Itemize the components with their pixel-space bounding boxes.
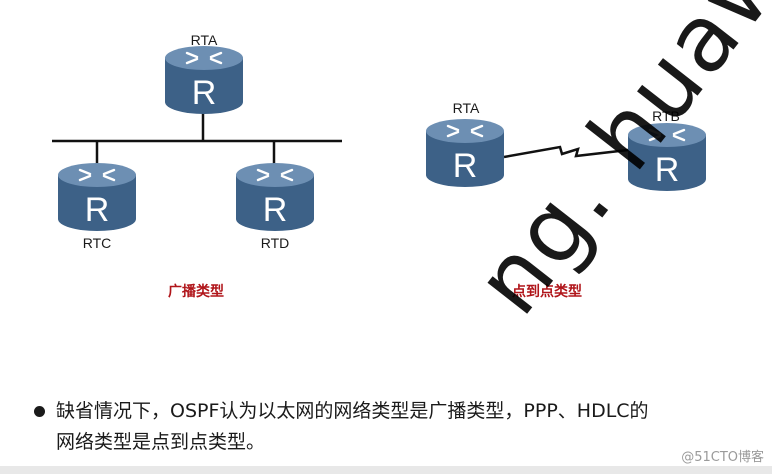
- broadcast-caption: 广播类型: [168, 283, 224, 299]
- bullet-line-2: 网络类型是点到点类型。: [56, 431, 266, 453]
- broadcast-network: RTA RTC RTD 广播类型: [52, 32, 342, 299]
- router-icon: [234, 161, 316, 233]
- router-label-rtd: RTD: [261, 235, 290, 251]
- p2p-caption: 点到点类型: [512, 283, 582, 299]
- router-label-rtb: RTB: [652, 108, 680, 124]
- router-icon: [56, 161, 138, 233]
- bullet-line-1: 缺省情况下，OSPF认为以太网的网络类型是广播类型，PPP、HDLC的: [56, 400, 649, 422]
- serial-link-icon: [503, 145, 629, 159]
- source-credit: @51CTO博客: [681, 450, 764, 465]
- router-label-rtc: RTC: [83, 235, 112, 251]
- bottom-divider: [0, 466, 772, 474]
- p2p-network: RTA RTB 点到点类型: [424, 100, 708, 299]
- router-icon: [163, 44, 245, 116]
- bullet-icon: [34, 406, 45, 417]
- router-label-rta: RTA: [191, 32, 218, 48]
- router-label-rta-p2p: RTA: [453, 100, 480, 116]
- router-icon: [424, 117, 506, 189]
- bullet-paragraph: 缺省情况下，OSPF认为以太网的网络类型是广播类型，PPP、HDLC的 网络类型…: [34, 396, 764, 458]
